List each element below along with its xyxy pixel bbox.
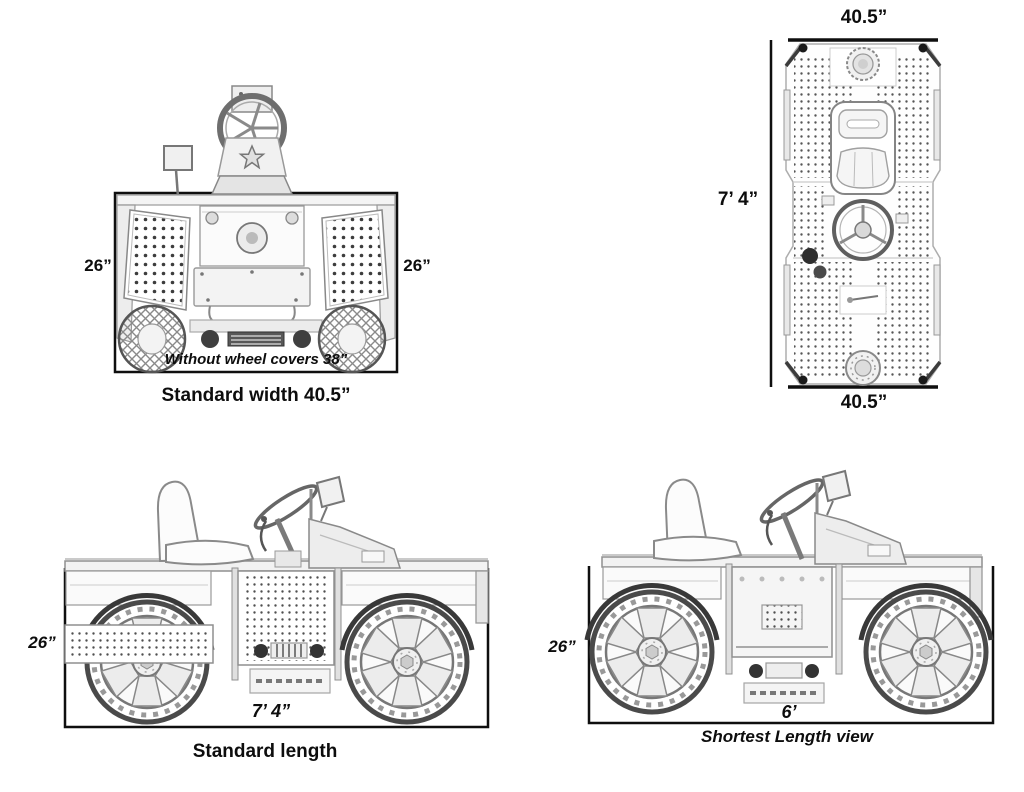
front-view: 26” 26” Without wheel covers 38” Standar… <box>60 80 450 420</box>
side-view-standard: 26” 7’ 4” Standard length <box>20 455 520 792</box>
front-view-sketch <box>113 85 399 374</box>
front-note-label: Without wheel covers 38” <box>164 351 348 368</box>
short-length-dim-label: 6’ <box>781 702 797 722</box>
top-view-sketch <box>769 38 942 389</box>
top-length-dim-label: 7’ 4” <box>717 189 759 210</box>
standard-length-dim-label: 7’ 4” <box>251 701 291 721</box>
front-left-dim-label: 26” <box>84 256 112 275</box>
side-view-standard-sketch <box>63 475 490 729</box>
side-view-short-sketch <box>584 469 995 725</box>
side-view-short: 26” 6’ Shortest Length view <box>540 455 1024 792</box>
front-right-dim-label: 26” <box>403 256 431 275</box>
front-caption: Standard width 40.5” <box>161 385 351 406</box>
short-height-dim-label: 26” <box>548 637 576 656</box>
top-width-dim-label-bottom: 40.5” <box>840 392 888 413</box>
top-width-dim-label-top: 40.5” <box>840 7 888 28</box>
standard-height-dim-label: 26” <box>28 633 56 652</box>
short-length-caption: Shortest Length view <box>701 727 873 746</box>
standard-length-caption: Standard length <box>192 741 338 762</box>
top-view: 40.5” 7’ 4” 40.5” <box>700 0 1024 420</box>
